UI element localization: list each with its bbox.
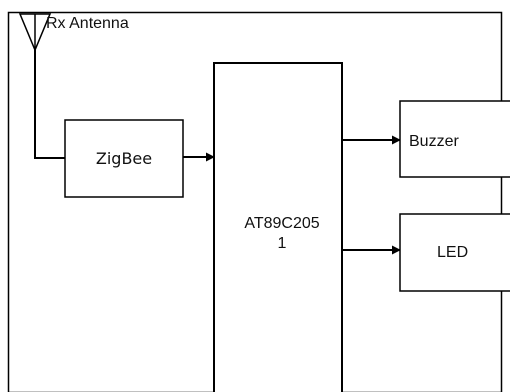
diagram-frame xyxy=(7,11,503,392)
mcu-label-line2: 1 xyxy=(278,235,287,252)
buzzer-block xyxy=(399,100,510,178)
zigbee-label: ZigBee xyxy=(96,149,152,168)
led-block xyxy=(399,213,510,292)
antenna-wire xyxy=(34,50,65,159)
zigbee-block xyxy=(64,119,184,198)
mcu-block xyxy=(213,62,343,392)
mcu-label-line1: AT89C205 xyxy=(244,215,319,232)
buzzer-label: Buzzer xyxy=(409,133,459,150)
led-label: LED xyxy=(437,244,468,261)
antenna-label: Rx Antenna xyxy=(46,15,129,32)
antenna-icon xyxy=(18,13,52,52)
